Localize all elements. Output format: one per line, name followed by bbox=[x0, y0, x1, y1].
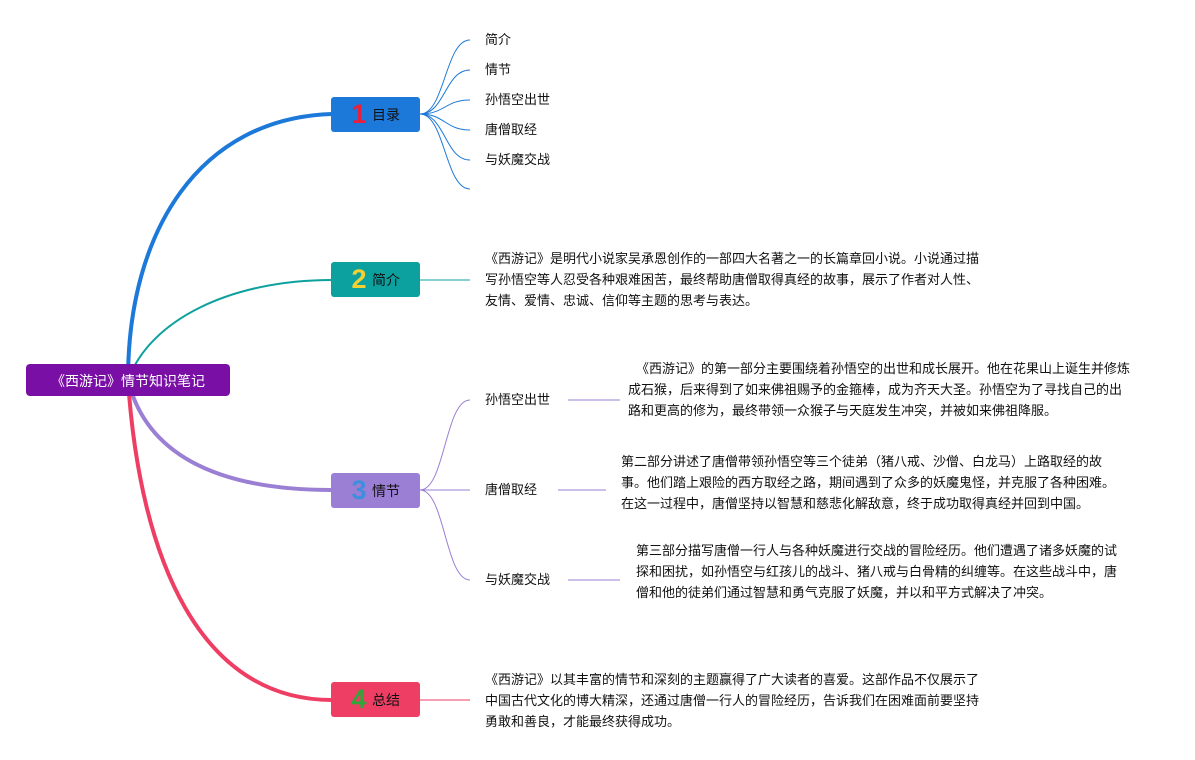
branch-label: 目录 bbox=[372, 107, 400, 124]
plot-item-title[interactable]: 唐僧取经 bbox=[485, 483, 538, 498]
toc-item[interactable]: 情节 bbox=[485, 63, 512, 78]
plot-item-title[interactable]: 与妖魔交战 bbox=[485, 573, 551, 588]
plot-item-title[interactable]: 孙悟空出世 bbox=[485, 393, 551, 408]
branch-number: 2 bbox=[351, 264, 367, 294]
toc-connectors bbox=[419, 39, 471, 190]
intro-text: 《西游记》是明代小说家吴承恩创作的一部四大名著之一的长篇章回小说。小说通过描写孙… bbox=[485, 252, 980, 309]
plot-connectors bbox=[419, 399, 620, 581]
plot-detail-text: 《西游记》的第一部分主要围绕着孙悟空的出世和成长展开。他在花果山上诞生并修炼成石… bbox=[628, 362, 1131, 419]
connector-root-summary bbox=[126, 378, 334, 702]
plot-detail-text: 第二部分讲述了唐僧带领孙悟空等三个徒弟（猪八戒、沙僧、白龙马）上路取经的故事。他… bbox=[621, 455, 1116, 512]
branch-number: 1 bbox=[351, 99, 367, 129]
branch-label: 总结 bbox=[372, 692, 400, 709]
toc-item[interactable]: 孙悟空出世 bbox=[485, 93, 551, 108]
branch-plot[interactable]: 3 情节 bbox=[331, 473, 420, 508]
connector-root-intro bbox=[127, 279, 333, 381]
connector-root-plot bbox=[126, 378, 334, 492]
summary-text: 《西游记》以其丰富的情节和深刻的主题赢得了广大读者的喜爱。这部作品不仅展示了中国… bbox=[485, 673, 980, 730]
branch-number: 3 bbox=[351, 475, 367, 505]
branch-intro[interactable]: 2 简介 bbox=[331, 262, 420, 297]
plot-detail-text: 第三部分描写唐僧一行人与各种妖魔进行交战的冒险经历。他们遭遇了诸多妖魔的试探和困… bbox=[636, 544, 1118, 601]
branch-label: 情节 bbox=[372, 483, 400, 500]
toc-item[interactable]: 简介 bbox=[485, 33, 512, 48]
connector-root-toc bbox=[126, 112, 334, 382]
branch-number: 4 bbox=[351, 684, 367, 714]
branch-toc[interactable]: 1 目录 bbox=[331, 97, 420, 132]
toc-item[interactable]: 唐僧取经 bbox=[485, 123, 538, 138]
toc-item[interactable]: 与妖魔交战 bbox=[485, 153, 551, 168]
root-node[interactable]: 《西游记》情节知识笔记 bbox=[26, 364, 230, 396]
branch-summary[interactable]: 4 总结 bbox=[331, 682, 420, 717]
root-title: 《西游记》情节知识笔记 bbox=[51, 373, 205, 390]
branch-label: 简介 bbox=[372, 272, 400, 289]
